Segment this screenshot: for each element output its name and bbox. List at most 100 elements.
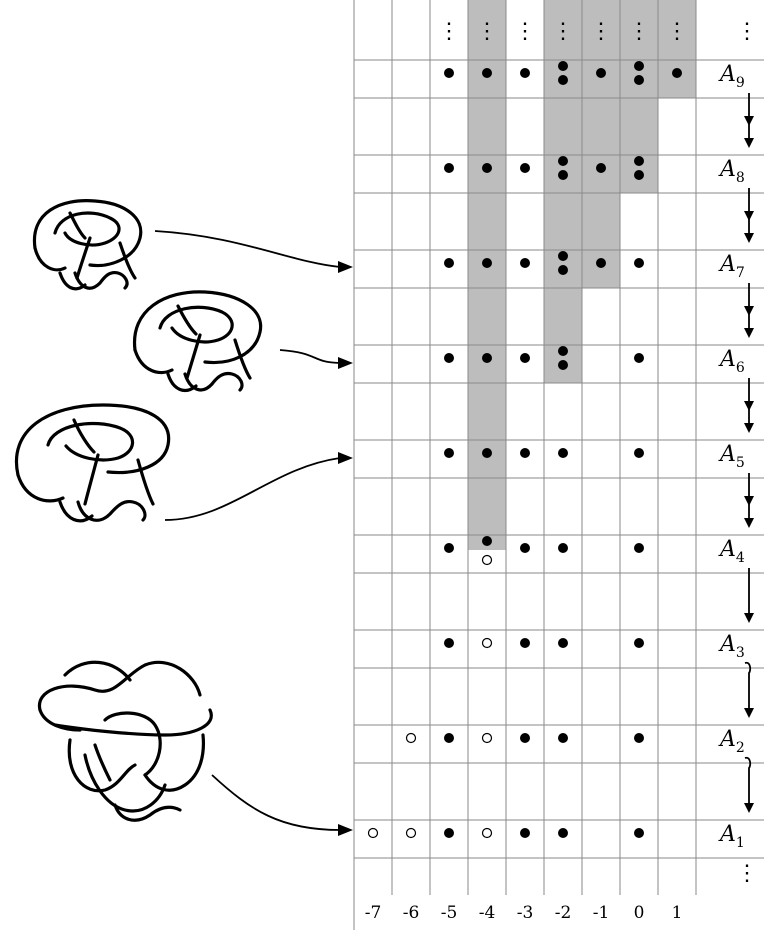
filled-dot	[558, 543, 568, 553]
shaded-cell	[582, 0, 620, 288]
column-label: -6	[403, 903, 420, 923]
knot-1-drawing	[32, 199, 143, 291]
vertical-ellipsis: ⋮	[552, 19, 574, 44]
row-arrowhead	[744, 401, 754, 411]
row-arrowhead	[744, 328, 754, 338]
column-label: -5	[441, 903, 458, 923]
row-label: A6	[718, 347, 745, 376]
filled-dot	[520, 448, 530, 458]
filled-dot	[634, 733, 644, 743]
filled-dot	[520, 68, 530, 78]
hollow-dot	[367, 827, 379, 839]
filled-dot	[444, 828, 454, 838]
row-label: A7	[718, 252, 745, 281]
filled-dot	[634, 75, 644, 85]
filled-dot	[482, 258, 492, 268]
column-label: -1	[593, 903, 610, 923]
hollow-dot	[405, 732, 417, 744]
filled-dot	[520, 163, 530, 173]
filled-dot	[558, 360, 568, 370]
filled-dot	[520, 638, 530, 648]
filled-dot	[520, 733, 530, 743]
filled-dot	[558, 346, 568, 356]
filled-dot	[444, 733, 454, 743]
filled-dot	[558, 638, 568, 648]
hollow-dot	[481, 732, 493, 744]
filled-dot	[634, 353, 644, 363]
column-label: -4	[479, 903, 496, 923]
row-arrow	[744, 756, 752, 805]
shaded-regions	[468, 0, 696, 550]
shaded-cell	[468, 0, 506, 98]
row-arrowhead	[744, 423, 754, 433]
row-arrowhead	[744, 233, 754, 243]
row-label: A3	[718, 632, 745, 661]
row-arrowhead	[744, 138, 754, 148]
row-arrowhead	[744, 211, 754, 221]
filled-dot	[482, 163, 492, 173]
column-label: 1	[672, 903, 683, 923]
filled-dot	[444, 448, 454, 458]
filled-dot	[634, 448, 644, 458]
filled-dot	[444, 638, 454, 648]
filled-dot	[482, 353, 492, 363]
row-arrowhead	[744, 518, 754, 528]
filled-dot	[444, 163, 454, 173]
filled-dot	[558, 61, 568, 71]
filled-dot	[444, 353, 454, 363]
filled-dot	[634, 258, 644, 268]
filled-dot	[672, 68, 682, 78]
hollow-dot	[481, 554, 493, 566]
row-arrowhead	[744, 708, 754, 718]
vertical-ellipsis: ⋮	[438, 19, 460, 44]
row-arrowhead	[744, 496, 754, 506]
vertical-ellipsis: ⋮	[476, 19, 498, 44]
knot-2-drawing	[133, 290, 263, 392]
vertical-ellipsis: ⋮	[736, 861, 758, 886]
filled-dot	[520, 543, 530, 553]
filled-dot	[634, 170, 644, 180]
hollow-dot	[405, 827, 417, 839]
filled-dot	[596, 258, 606, 268]
filled-dot	[634, 638, 644, 648]
filled-dot	[634, 61, 644, 71]
knot-connector-arrows	[154, 230, 353, 836]
vertical-ellipsis: ⋮	[628, 19, 650, 44]
column-label: -2	[555, 903, 572, 923]
hollow-dot	[481, 637, 493, 649]
filled-dot	[634, 828, 644, 838]
row-arrowhead	[744, 613, 754, 623]
column-label: -7	[365, 903, 382, 923]
filled-dot	[520, 828, 530, 838]
filled-dot	[482, 536, 492, 546]
filled-dot	[634, 156, 644, 166]
row-label: A4	[718, 537, 745, 566]
row-arrowhead	[744, 306, 754, 316]
generator-dots: ⋮⋮⋮⋮⋮⋮⋮⋮⋮	[367, 19, 758, 886]
vertical-ellipsis: ⋮	[666, 19, 688, 44]
row-label: A2	[718, 727, 745, 756]
filled-dot	[558, 828, 568, 838]
row-label: A8	[718, 157, 745, 186]
vertical-ellipsis: ⋮	[590, 19, 612, 44]
row-arrows	[744, 93, 754, 813]
filled-dot	[558, 75, 568, 85]
filled-dot	[482, 448, 492, 458]
filled-dot	[558, 251, 568, 261]
filled-dot	[634, 543, 644, 553]
row-arrowhead	[744, 116, 754, 126]
row-label: A9	[718, 62, 745, 91]
filled-dot	[596, 68, 606, 78]
filled-dot	[444, 68, 454, 78]
grid-lines	[353, 0, 764, 930]
filled-dot	[444, 543, 454, 553]
row-label: A1	[718, 822, 745, 851]
hollow-dot	[481, 827, 493, 839]
knot-4-drawing	[37, 660, 213, 822]
knot-3-drawing	[14, 403, 171, 523]
filled-dot	[558, 156, 568, 166]
column-label: 0	[634, 903, 645, 923]
